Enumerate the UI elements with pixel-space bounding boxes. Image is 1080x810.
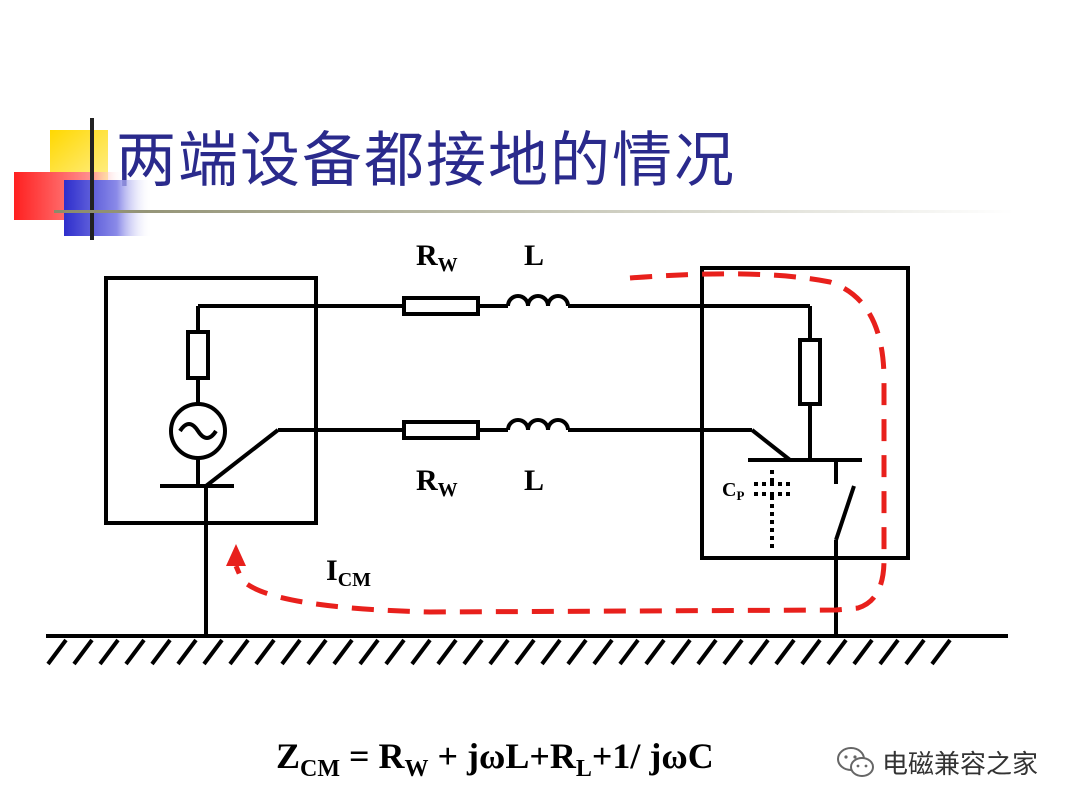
- label-cp: CP: [722, 479, 744, 503]
- wechat-logo-icon: [837, 746, 874, 777]
- decor-blue-bar: [64, 180, 152, 236]
- label-rw-top: RW: [416, 239, 458, 276]
- resistor-load: [798, 338, 822, 406]
- resistor-source: [186, 330, 210, 380]
- left-equipment-box: [104, 276, 318, 525]
- title-underline: [54, 210, 1014, 213]
- impedance-formula: ZCM = RW + jωL+RL+1/ jωC: [276, 736, 714, 782]
- parasitic-capacitor: [754, 470, 790, 552]
- label-l-top: L: [524, 239, 544, 272]
- inductor-bottom: [506, 418, 570, 431]
- label-icm: ICM: [326, 554, 371, 591]
- resistor-rw-bottom: [402, 420, 480, 440]
- ac-source-icon: [169, 402, 227, 460]
- circuit-wires: [46, 304, 1008, 638]
- ground-hatch: [46, 638, 952, 666]
- slide-title: 两端设备都接地的情况: [116, 126, 736, 196]
- watermark-text: 电磁兼容之家: [882, 750, 1039, 780]
- watermark: 电磁兼容之家: [836, 744, 1038, 781]
- decor-yellow-square: [50, 130, 108, 180]
- inductor-top: [506, 294, 570, 307]
- decor-vertical-line: [90, 118, 94, 240]
- current-arrow-icon: [226, 544, 246, 566]
- right-equipment-box: [700, 266, 910, 560]
- label-l-bottom: L: [524, 464, 544, 497]
- label-rw-bottom: RW: [416, 464, 458, 501]
- resistor-rw-top: [402, 296, 480, 316]
- title-decoration: [14, 118, 1014, 240]
